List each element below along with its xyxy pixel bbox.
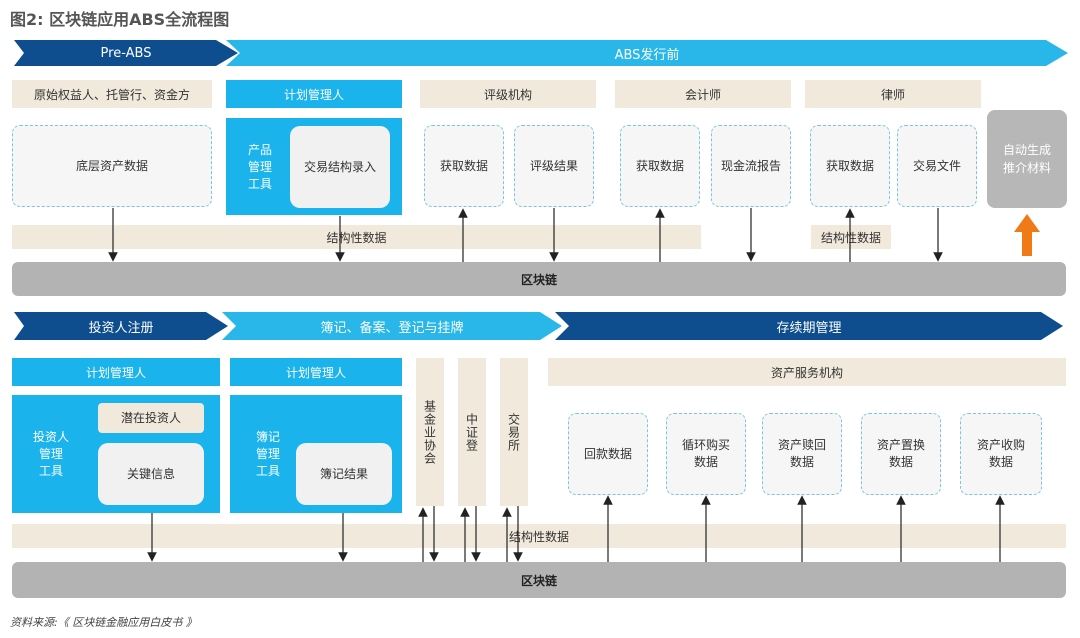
phase-investor-registration: 投资人注册 [14,312,228,340]
investor-management-tool-panel: 投资人 管理 工具 潜在投资人 关键信息 [12,395,220,513]
top-structured-data-bar: 结构性数据 [12,225,701,249]
bookkeeping-result-box: 簿记结果 [296,443,392,505]
source-note: 资料来源:《 区块链金融应用白皮书 》 [10,616,197,629]
header-plan-manager: 计划管理人 [226,80,402,108]
exchange-box: 交易所 [500,358,528,506]
header-rating-agency: 评级机构 [420,80,596,108]
diagram-title: 图2: 区块链应用ABS全流程图 [10,10,230,29]
asset-replacement-data-box: 资产置换 数据 [861,413,941,495]
asset-acquisition-data-box: 资产收购 数据 [960,413,1042,495]
bookkeeping-management-tool-panel: 簿记 管理 工具 簿记结果 [230,395,402,513]
bookkeeping-tool-label: 簿记 管理 工具 [255,430,280,478]
bottom-structured-data-bar: 结构性数据 [12,524,1066,548]
underlying-asset-data-box: 底层资产数据 [12,125,212,207]
top-blockchain-bar: 区块链 [12,262,1066,296]
phase-abs-pre-issue-label: ABS发行前 [614,47,680,63]
phase-pre-abs: Pre-ABS [14,40,238,66]
key-info-box: 关键信息 [98,443,204,505]
accountant-get-data-box: 获取数据 [620,125,700,207]
asset-redemption-data-box: 资产赎回 数据 [762,413,842,495]
phase-investor-registration-label: 投资人注册 [88,320,154,336]
repayment-data-box: 回款数据 [568,413,648,495]
phase-bookkeeping-listing: 簿记、备案、登记与挂牌 [222,312,562,340]
bottom-header-plan-manager-1: 计划管理人 [12,358,220,386]
header-lawyer: 律师 [805,80,981,108]
orange-up-arrow [1014,214,1040,256]
potential-investors-box: 潜在投资人 [98,403,204,433]
product-tool-label: 产品 管理 工具 [247,143,272,191]
cashflow-report-box: 现金流报告 [711,125,791,207]
header-originator: 原始权益人、托管行、资金方 [12,80,212,108]
phase-lifecycle-management: 存续期管理 [555,312,1063,340]
lawyer-structured-data-bar: 结构性数据 [811,225,891,249]
investor-tool-label: 投资人 管理 工具 [32,430,69,478]
rating-result-box: 评级结果 [514,125,594,207]
phase-abs-pre-issue: ABS发行前 [226,40,1068,66]
auto-generate-marketing-box: 自动生成 推介材料 [987,110,1067,208]
fund-association-box: 基金业协会 [416,358,444,506]
header-asset-service-agency: 资产服务机构 [548,358,1066,386]
deal-structure-entry-box: 交易结构录入 [290,126,390,208]
header-accountant: 会计师 [615,80,791,108]
bottom-header-plan-manager-2: 计划管理人 [230,358,402,386]
phase-lifecycle-management-label: 存续期管理 [776,320,842,336]
deal-documents-box: 交易文件 [897,125,977,207]
rating-get-data-box: 获取数据 [424,125,504,207]
revolving-purchase-data-box: 循环购买 数据 [666,413,746,495]
bottom-blockchain-bar: 区块链 [12,562,1066,598]
csdc-box: 中证登 [458,358,486,506]
phase-bookkeeping-listing-label: 簿记、备案、登记与挂牌 [320,320,464,336]
lawyer-get-data-box: 获取数据 [810,125,890,207]
phase-pre-abs-label: Pre-ABS [100,45,152,61]
product-management-tool-panel: 产品 管理 工具 交易结构录入 [226,118,402,215]
